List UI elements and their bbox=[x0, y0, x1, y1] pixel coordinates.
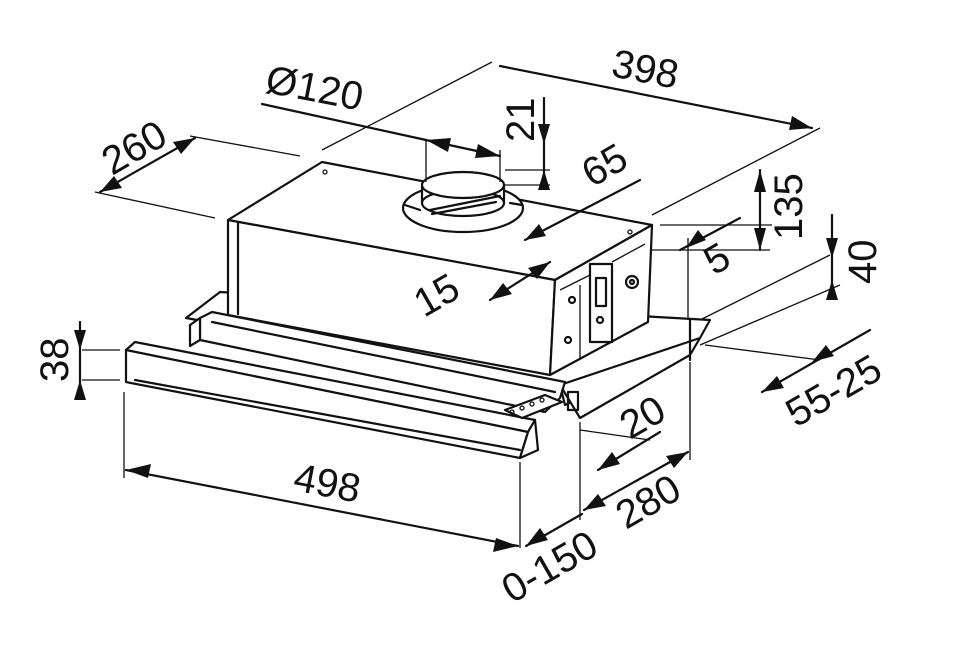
dim-40: 40 bbox=[841, 240, 885, 285]
dim-duct-diameter: Ø120 bbox=[262, 58, 366, 120]
dim-260: 260 bbox=[95, 112, 175, 183]
dim-55-25: 55-25 bbox=[779, 347, 890, 436]
extension-lines bbox=[82, 61, 841, 548]
duct-collar bbox=[401, 170, 525, 234]
dim-20: 20 bbox=[613, 387, 674, 447]
dim-0-150: 0-150 bbox=[495, 523, 606, 612]
dim-280: 280 bbox=[609, 466, 689, 537]
dim-135: 135 bbox=[767, 173, 811, 240]
dim-38: 38 bbox=[33, 338, 77, 383]
dim-5: 5 bbox=[697, 235, 738, 284]
dim-21: 21 bbox=[499, 98, 543, 143]
dimension-lines bbox=[74, 64, 872, 552]
pull-out-visor bbox=[124, 310, 580, 460]
